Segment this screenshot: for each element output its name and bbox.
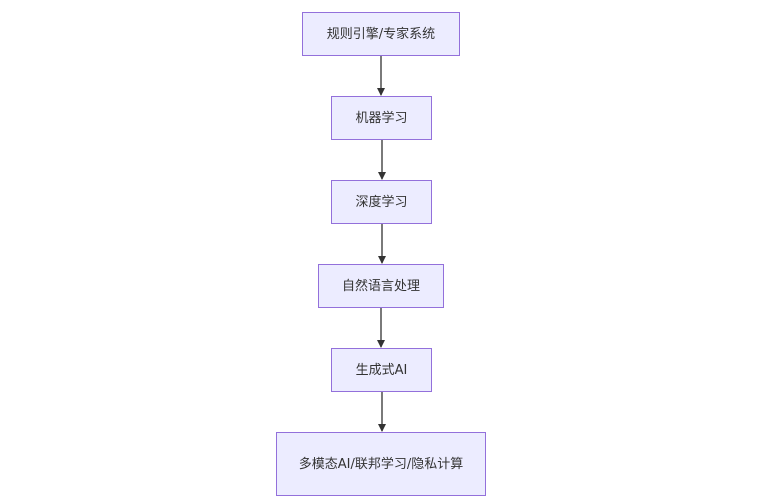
node-rule-engine-expert-system: 规则引擎/专家系统 [302, 12, 460, 56]
node-generative-ai: 生成式AI [331, 348, 432, 392]
node-natural-language-processing: 自然语言处理 [318, 264, 444, 308]
node-multimodal-federated-privacy: 多模态AI/联邦学习/隐私计算 [276, 432, 486, 496]
node-machine-learning: 机器学习 [331, 96, 432, 140]
node-deep-learning: 深度学习 [331, 180, 432, 224]
